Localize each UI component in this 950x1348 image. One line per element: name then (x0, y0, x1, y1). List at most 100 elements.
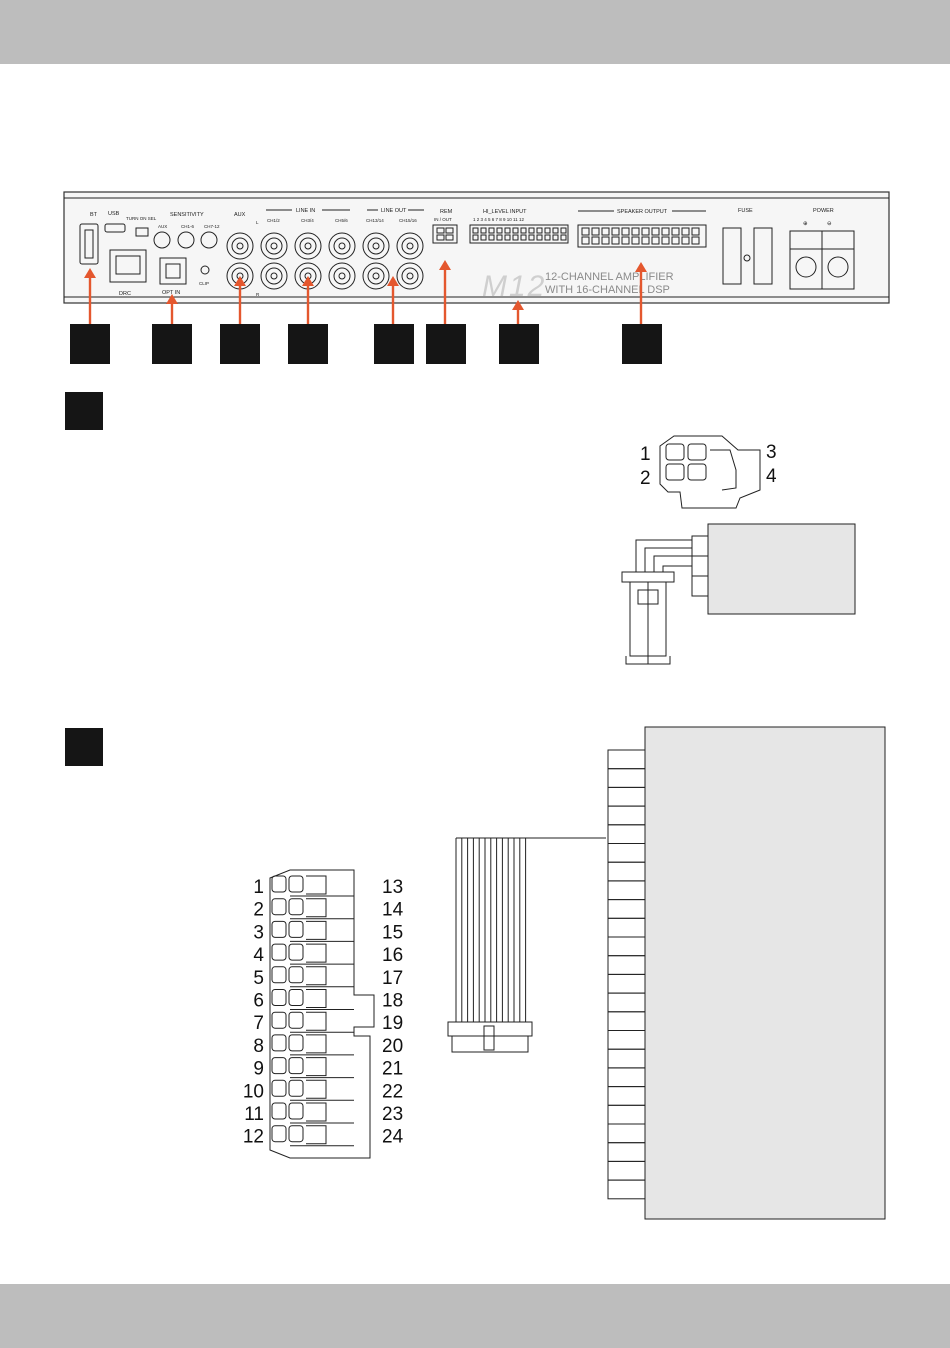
plug-cavity (288, 1125, 304, 1143)
speaker-socket-pin (671, 227, 680, 236)
hi-level-pin-number: 14 (382, 900, 404, 921)
box-terminal (607, 955, 646, 975)
plug-cavity (271, 1011, 287, 1029)
clip-label: CLIP (199, 281, 209, 286)
left-channel-label: L (256, 220, 259, 225)
fuse-1 (722, 227, 742, 285)
hi-level-pin-number: 13 (382, 877, 403, 898)
callout-marker (622, 324, 662, 364)
plug-cavity (288, 920, 304, 938)
speaker-socket-pin (631, 236, 640, 245)
clip-led (200, 265, 210, 275)
hi-level-pin-number: 17 (382, 968, 403, 989)
rca-jack-pin (270, 242, 278, 250)
hi-level-socket-pin (552, 227, 559, 234)
speaker-output-socket-pins (581, 227, 700, 245)
rca-jack (260, 262, 288, 290)
plug-cavity (271, 1079, 287, 1097)
rca-jack (226, 232, 254, 260)
plug-cavity (271, 1057, 287, 1075)
rca-jack-inner (299, 237, 317, 255)
rca-jack-pin (372, 272, 380, 280)
plug-cavity-housing (306, 1125, 327, 1145)
plug-cavity (288, 898, 304, 916)
rca-jack-pin (406, 242, 414, 250)
plug-cavity-housing (306, 1011, 327, 1031)
hi-level-pin-number: 11 (244, 1104, 264, 1125)
rca-jack-inner (333, 267, 351, 285)
hi-level-pin-number: 16 (382, 945, 403, 966)
speaker-socket-pin (631, 227, 640, 236)
box-terminal (607, 1048, 646, 1069)
plug-cavity (288, 1011, 304, 1029)
hi-level-pin-number: 8 (253, 1036, 264, 1057)
ribbon-connector-head (447, 1021, 533, 1037)
drc-port (109, 249, 147, 283)
rem-pin-1: 1 (640, 444, 651, 465)
hi-level-pin-number: 4 (253, 945, 264, 966)
hi-level-pin-number: 12 (243, 1127, 264, 1148)
plug-cavity (288, 943, 304, 961)
speaker-socket-pin (601, 236, 610, 245)
rem-connector-figure: 1 3 2 4 (621, 435, 856, 665)
box-terminal (607, 805, 646, 826)
ch1516-label: CH15/16 (399, 218, 417, 223)
hi-level-pin-number: 2 (253, 900, 264, 921)
bt-label: BT (90, 212, 98, 218)
speaker-socket-pin (641, 236, 650, 245)
speaker-socket-pin (651, 227, 660, 236)
line-in-label: LINE IN (296, 208, 315, 214)
callout-arrow-head (439, 260, 451, 270)
hi-level-pin-number: 19 (382, 1013, 403, 1034)
rca-jack-pin (372, 242, 380, 250)
opt-in-label: OPT IN (162, 290, 180, 296)
section-marker-hi-level (65, 728, 103, 766)
plug-cavity-housing (306, 1102, 327, 1122)
hi-level-pin-number: 24 (382, 1127, 404, 1148)
rem-plug-foot (625, 656, 671, 665)
ch7-12-sensitivity-knob (200, 231, 218, 249)
box-terminal (607, 861, 646, 882)
box-terminal (607, 749, 646, 770)
rem-plug-cavity (687, 463, 707, 481)
plug-cavity (271, 966, 287, 984)
rem-pin-2: 2 (640, 468, 651, 489)
rem-pin-slot (445, 227, 454, 234)
section-marker-rem (65, 392, 103, 430)
hi-level-pin-number: 22 (382, 1081, 403, 1102)
hi-level-socket-pin (504, 227, 511, 234)
hi-level-pin-number: 5 (253, 968, 264, 989)
hi-level-pin-number: 6 (253, 991, 264, 1012)
fuse-label: FUSE (738, 208, 753, 214)
box-terminal (607, 786, 646, 807)
rem-box-terminal (691, 575, 709, 597)
fuse-screw (743, 254, 751, 262)
optical-input-inner (165, 263, 181, 279)
rca-jack-inner (265, 237, 283, 255)
hi-level-pin-number: 21 (382, 1059, 403, 1080)
bottom-band (0, 1284, 950, 1348)
power-terminal-screw (795, 256, 817, 278)
rca-jack-inner (367, 267, 385, 285)
rem-wire (635, 539, 692, 572)
rem-target-box (707, 523, 856, 615)
ch56-label: CH5/6 (335, 218, 348, 223)
plug-cavity-housing (306, 1034, 327, 1054)
amplifier-rear-panel: BT USB TURN ON SEL DRC SENSITIVITY AUX C… (63, 191, 890, 304)
hi-level-channel-numbers: 1 2 3 4 5 6 7 8 9 10 11 12 (473, 217, 524, 222)
plug-cavity (288, 1057, 304, 1075)
optical-input-port (159, 257, 187, 285)
hi-level-ribbon-cable (455, 838, 527, 1022)
brand-logo: M12 (482, 270, 546, 303)
box-terminal (607, 1104, 646, 1125)
power-terminal-screw (827, 256, 849, 278)
box-terminal (607, 899, 646, 919)
box-terminal (607, 1086, 646, 1106)
hi-level-pin-number: 15 (382, 922, 403, 943)
plug-cavity (288, 989, 304, 1006)
speaker-socket-pin (581, 227, 590, 236)
callout-arrow-head (234, 276, 246, 286)
bt-port (79, 223, 99, 265)
ch1-6-knob-label: CH1-6 (181, 224, 195, 229)
rem-wire (662, 565, 692, 572)
